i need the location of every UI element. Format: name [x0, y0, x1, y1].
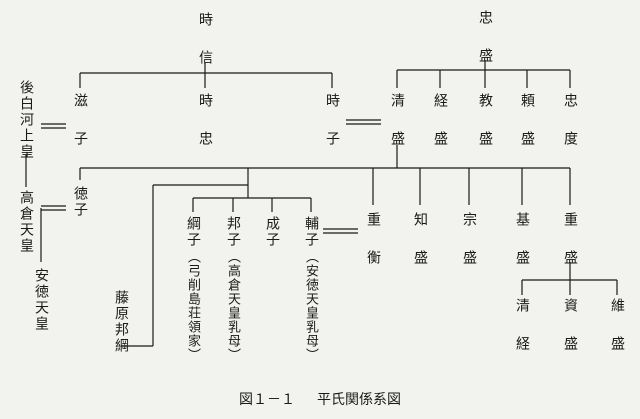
person-tomomori: 知盛: [412, 212, 428, 288]
person-tadanori: 忠度: [562, 93, 578, 169]
person-tadamori: 忠盛: [477, 10, 493, 86]
person-tokinobu: 時信: [197, 12, 213, 88]
person-munemori: 宗盛: [461, 212, 477, 288]
person-tokitada: 時忠: [197, 93, 213, 169]
person-sukeko: 輔子: [303, 216, 319, 248]
person-goshirakawa: 後白河上皇: [18, 80, 34, 160]
person-tokiko: 時子: [324, 93, 340, 169]
person-tsunako: 綱子: [185, 216, 201, 248]
person-norimori: 教盛: [477, 93, 493, 169]
note-sukeko: （安徳天皇乳母）: [303, 250, 318, 362]
figure-caption: 図１－１ 平氏関係系図: [0, 389, 640, 409]
person-takakura: 高倉天皇: [18, 190, 34, 254]
person-tokuko: 徳子: [72, 186, 88, 218]
person-kiyotsune: 清経: [514, 298, 530, 374]
person-antoku: 安徳天皇: [33, 268, 49, 332]
person-shigemori: 重盛: [562, 212, 578, 288]
note-tsunako: （弓削島荘領家）: [185, 250, 200, 362]
person-shigehira: 重衡: [365, 212, 381, 288]
person-shigeko2: 成子: [264, 216, 280, 248]
person-shigeko: 滋子: [72, 93, 88, 169]
person-kiyomori: 清盛: [389, 93, 405, 169]
person-tsunemori: 経盛: [432, 93, 448, 169]
person-motomori: 基盛: [514, 212, 530, 288]
person-koremori: 維盛: [609, 298, 625, 374]
person-fujiwara-kunitsuna: 藤原邦綱: [113, 290, 129, 354]
person-sukemori: 資盛: [562, 298, 578, 374]
figure-number: 図１－１: [239, 392, 295, 408]
note-kuniko: （高倉天皇乳母）: [225, 250, 240, 362]
figure-title: 平氏関係系図: [317, 392, 401, 408]
person-kuniko: 邦子: [225, 216, 241, 248]
person-yorimori: 頼盛: [519, 93, 535, 169]
